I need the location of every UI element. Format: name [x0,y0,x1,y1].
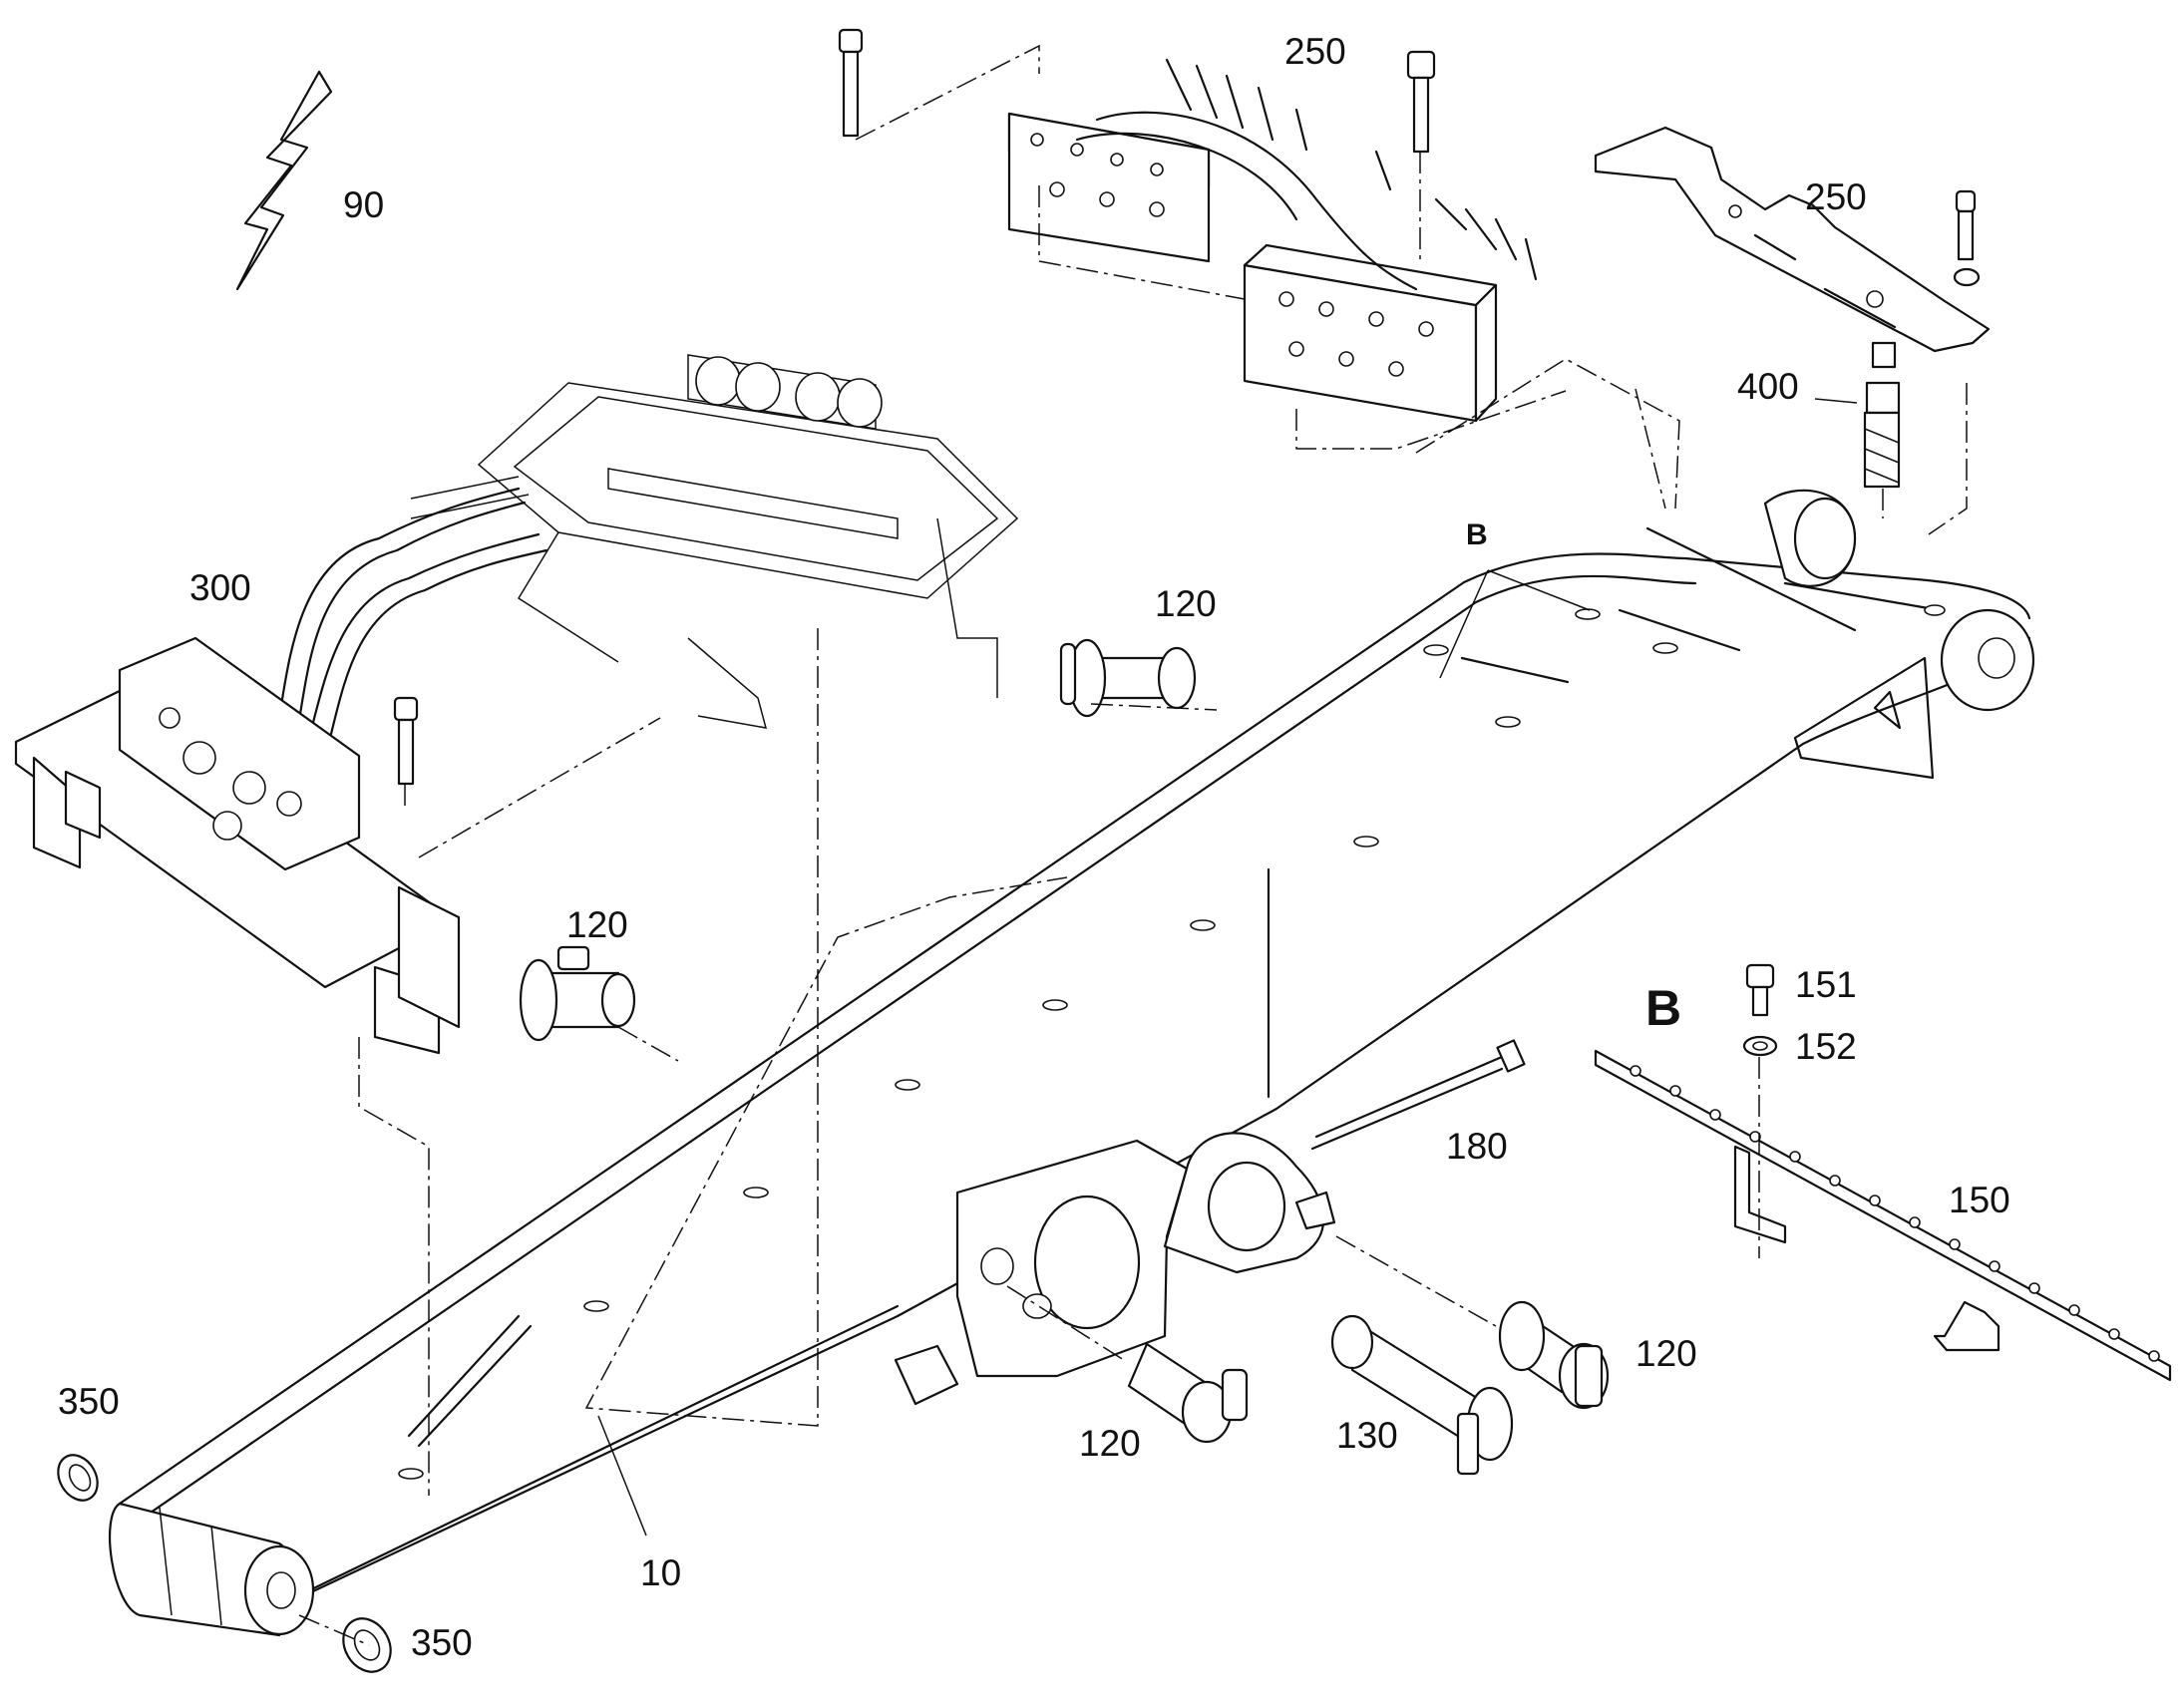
callout-400: 400 [1737,366,1799,407]
bolt-upper-left [838,28,864,138]
manifold-250-upper [1007,58,1538,423]
callout-130: 130 [1336,1415,1398,1456]
washer-152 [1742,1035,1778,1057]
callout-10: 10 [640,1552,681,1593]
valve-plate-left [14,636,461,1055]
bolt-upper-right [1406,50,1436,154]
callout-120-upper: 120 [1155,583,1217,624]
hose-set-300 [277,476,548,744]
callout-300: 300 [189,567,251,608]
mounting-frame [477,354,1019,729]
callout-350-upper: 350 [58,1381,120,1422]
pivot-bracket [894,1132,1336,1406]
pin-120-upper [1059,638,1197,718]
callout-151: 151 [1795,964,1857,1005]
grease-line [1310,1039,1526,1151]
main-boom [108,489,2035,1637]
callout-250-upper: 250 [1284,31,1346,72]
assembly-lines [298,44,1968,1646]
pin-120-right [1498,1300,1610,1410]
pin-130 [1330,1314,1514,1476]
rail-150 [1594,1049,2172,1382]
callout-150: 150 [1949,1180,2010,1220]
callout-250-right: 250 [1805,176,1867,217]
bracket-plate-250-right [1594,126,1991,353]
callout-350-lower: 350 [411,1622,473,1663]
callout-90: 90 [343,184,384,225]
callout-120-left: 120 [566,904,628,945]
lightning-bolt-icon [235,70,333,291]
bolt-right-plate [1953,189,1981,287]
callout-152: 152 [1795,1026,1857,1067]
hose-fitting-400 [1863,341,1901,489]
snap-ring-upper [57,1454,99,1502]
callout-view-B: B [1466,518,1488,551]
leader-lines [597,398,1858,1537]
callout-120-right: 120 [1635,1333,1697,1374]
snap-ring-lower [342,1617,392,1673]
callout-labels: 90 250 250 400 300 120 120 B 151 152 180… [58,31,2010,1663]
view-label-B: B [1645,980,1681,1036]
pin-120-lower [1127,1342,1249,1444]
callout-180: 180 [1446,1126,1508,1167]
screw-151 [1745,963,1775,1017]
bolt-left-plate [393,696,419,786]
callout-120-lower: 120 [1079,1423,1141,1464]
pin-120-left [519,945,636,1042]
